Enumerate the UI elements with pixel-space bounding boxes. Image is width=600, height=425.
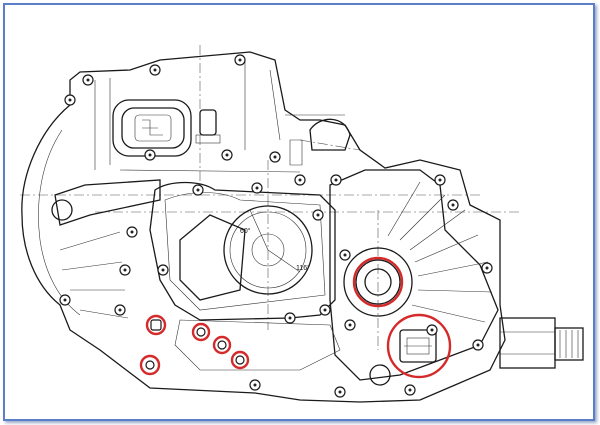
drain-plug xyxy=(369,364,391,386)
highlight-seal xyxy=(386,313,452,379)
highlight-markers xyxy=(139,256,452,379)
actuator-hub xyxy=(251,233,285,267)
highlight-marker-1 xyxy=(145,314,167,336)
output-shaft xyxy=(499,317,584,369)
sensor-plug xyxy=(195,109,221,144)
centerlines xyxy=(20,45,520,350)
lever-pivot xyxy=(51,199,73,221)
diff-bearing-outer xyxy=(343,247,413,317)
actuator-circle-inner xyxy=(229,211,307,289)
actuator-circle xyxy=(223,205,313,295)
bolts xyxy=(59,54,493,398)
highlight-marker-3 xyxy=(191,322,211,342)
angle-lines xyxy=(249,209,301,273)
rear-cover-inner xyxy=(164,192,326,311)
lower-plate xyxy=(174,319,341,371)
top-boss xyxy=(309,118,351,151)
small-bracket xyxy=(289,139,303,166)
highlight-marker-4 xyxy=(212,335,232,355)
housing-ribs xyxy=(59,181,493,323)
diff-housing xyxy=(329,169,499,381)
diff-bearing-mid xyxy=(355,259,401,305)
highlight-bearing xyxy=(352,256,404,308)
actuator-plate xyxy=(179,214,246,301)
highlight-marker-2 xyxy=(139,354,161,376)
lever-arm xyxy=(54,179,161,226)
diff-bearing-inner xyxy=(364,268,392,296)
housing-outline xyxy=(21,51,506,403)
highlight-marker-5 xyxy=(230,350,250,370)
rear-cover xyxy=(149,181,336,321)
angle-label-upper: 60° xyxy=(240,227,251,235)
highlighted-bolts xyxy=(145,319,245,370)
connector-socket xyxy=(112,99,192,157)
shaft-seal xyxy=(399,329,437,363)
angle-label-lower: 116° xyxy=(296,264,310,272)
inner-contour xyxy=(38,60,345,316)
